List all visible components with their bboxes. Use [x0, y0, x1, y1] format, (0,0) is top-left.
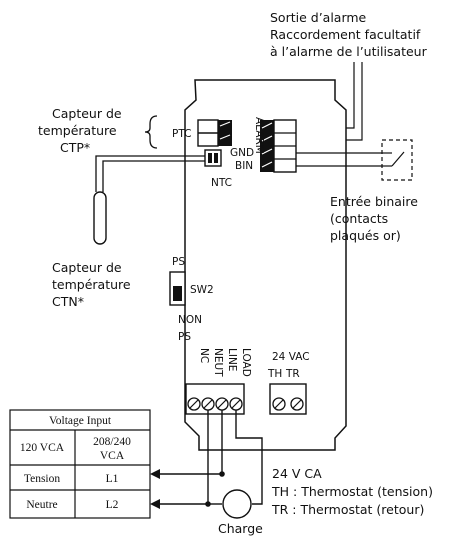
- binary-input-contact: [381, 139, 413, 181]
- ntc-sensor-line3: CTN*: [52, 294, 84, 309]
- load-label-text: Charge: [218, 521, 263, 536]
- voltage-input-table: Voltage Input 120 VCA 208/240 VCA Tensio…: [9, 409, 151, 519]
- binary-input-wires: [296, 152, 382, 167]
- ptc-terminal-block: [197, 119, 232, 147]
- terminal-screw-tr: [290, 397, 304, 411]
- neut-label: NEUT: [212, 348, 224, 377]
- alarm-note-line3: à l’alarme de l’utilisateur: [270, 44, 428, 59]
- binary-input-line3: plaqués or): [330, 228, 401, 243]
- table-header: Voltage Input: [49, 415, 112, 427]
- vac-notes: 24 V CA TH : Thermostat (tension) TR : T…: [271, 466, 433, 517]
- ntc-probe: [93, 191, 107, 245]
- nc-label: NC: [198, 348, 210, 363]
- th-label: TH: [267, 368, 282, 380]
- non-label: NON: [178, 314, 202, 326]
- binary-input-line2: (contacts: [330, 211, 388, 226]
- ptc-sensor-note: Capteur de température CTP*: [38, 106, 158, 155]
- junction-neut: [205, 501, 211, 507]
- alarm-output-note: Sortie d’alarme Raccordement facultatif …: [270, 10, 428, 59]
- ntc-sensor-note: Capteur de température CTN*: [52, 260, 131, 309]
- ntc-probe-wires: [95, 155, 205, 192]
- table-row1-label: Tension: [24, 473, 60, 485]
- ptc-sensor-line1: Capteur de: [52, 106, 122, 121]
- vac-note-line2: TH : Thermostat (tension): [271, 484, 433, 499]
- power-terminal-block: [185, 383, 245, 415]
- binary-input-line1: Entrée binaire: [330, 194, 418, 209]
- terminal-screw-line: [215, 397, 229, 411]
- ntc-connector: [204, 149, 222, 167]
- terminal-screw-neut: [201, 397, 215, 411]
- sw2-switch: [169, 271, 186, 306]
- power-wiring: [158, 410, 263, 505]
- vac-terminal-block: [269, 383, 307, 415]
- ptc-sensor-line2: température: [38, 123, 117, 138]
- ps-label: PS: [172, 256, 185, 268]
- ntc-label: NTC: [211, 177, 232, 189]
- terminal-screw-th: [272, 397, 286, 411]
- table-row2-value: L2: [106, 499, 119, 511]
- line-label: LINE: [226, 348, 238, 371]
- tr-label: TR: [285, 368, 300, 380]
- junction-line: [219, 471, 225, 477]
- arrow-neutre: [150, 499, 160, 509]
- alarm-label: ALARM: [253, 117, 265, 154]
- table-col2-line2: VCA: [100, 450, 125, 462]
- alarm-note-line2: Raccordement facultatif: [270, 27, 421, 42]
- vac-note-line3: TR : Thermostat (retour): [271, 502, 424, 517]
- ntc-sensor-line2: température: [52, 277, 131, 292]
- alarm-note-line1: Sortie d’alarme: [270, 10, 367, 25]
- ntc-sensor-line1: Capteur de: [52, 260, 122, 275]
- sw2-label: SW2: [190, 284, 214, 296]
- table-row1-value: L1: [106, 473, 119, 485]
- table-col1: 120 VCA: [20, 442, 65, 454]
- vac-note-line1: 24 V CA: [272, 466, 322, 481]
- bin-label: BIN: [235, 160, 253, 172]
- wire-load: [235, 410, 263, 505]
- arrow-tension: [150, 469, 160, 479]
- terminal-screw-load: [229, 397, 243, 411]
- ps2-label: PS: [178, 331, 191, 343]
- controller-board-outline: [184, 79, 347, 451]
- load-label: LOAD: [240, 348, 252, 377]
- ptc-brace: [144, 115, 158, 149]
- gnd-label: GND: [230, 147, 254, 159]
- terminal-screw-nc: [187, 397, 201, 411]
- ptc-label: PTC: [172, 128, 191, 140]
- table-row2-label: Neutre: [26, 499, 57, 511]
- binary-input-note: Entrée binaire (contacts plaqués or): [330, 194, 418, 243]
- load-symbol: [222, 489, 252, 519]
- alarm-terminal-block: [260, 119, 297, 173]
- vac-label: 24 VAC: [272, 351, 310, 363]
- ptc-sensor-line3: CTP*: [60, 140, 90, 155]
- table-col2-line1: 208/240: [93, 436, 131, 448]
